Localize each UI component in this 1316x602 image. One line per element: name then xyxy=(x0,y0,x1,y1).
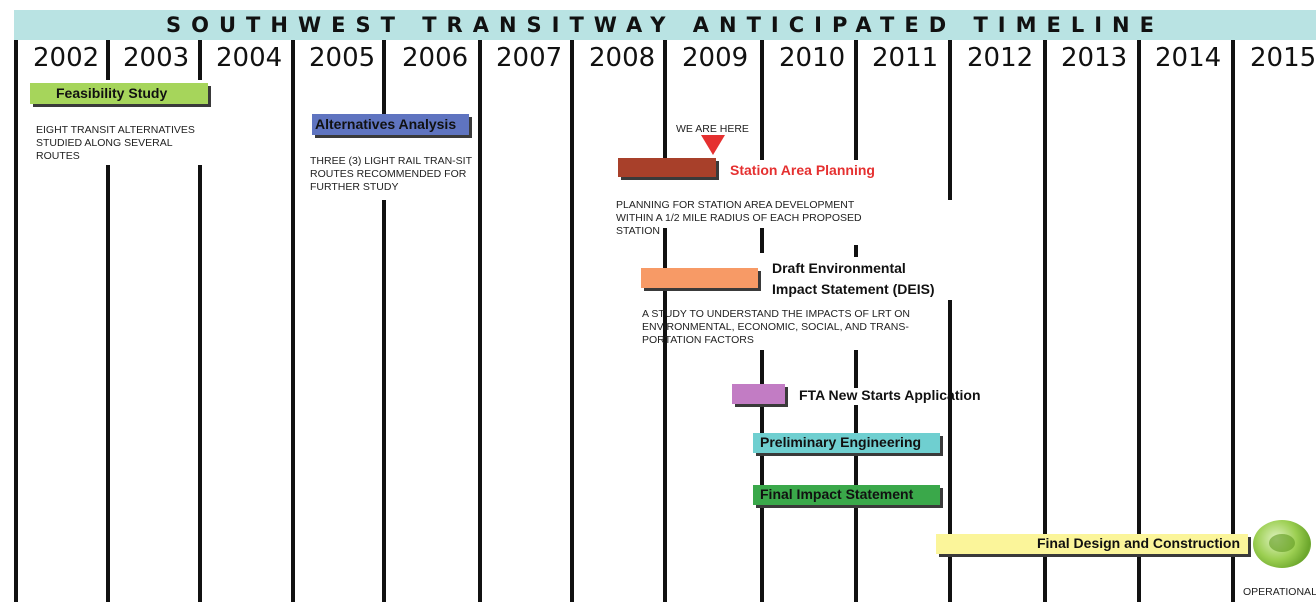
year-label: 2015 xyxy=(1250,43,1316,73)
alternatives-analysis-description: THREE (3) LIGHT RAIL TRAN-SIT ROUTES REC… xyxy=(310,155,472,193)
year-label: 2003 xyxy=(123,43,190,73)
year-label: 2002 xyxy=(33,43,100,73)
station-area-planning-bar xyxy=(618,158,716,177)
year-divider xyxy=(760,350,764,602)
alternatives-analysis-label: Alternatives Analysis xyxy=(315,116,457,132)
year-divider xyxy=(1137,40,1141,602)
year-divider xyxy=(1043,40,1047,602)
year-label: 2009 xyxy=(682,43,749,73)
final-impact-statement-label: Final Impact Statement xyxy=(760,486,914,502)
feasibility-study-bar: Feasibility Study xyxy=(30,83,208,104)
feasibility-study-description: EIGHT TRANSIT ALTERNATIVES STUDIED ALONG… xyxy=(36,124,195,162)
preliminary-engineering-bar: Preliminary Engineering xyxy=(753,433,940,453)
year-divider xyxy=(570,40,574,602)
year-label: 2004 xyxy=(216,43,283,73)
feasibility-study-label: Feasibility Study xyxy=(56,85,168,101)
year-divider xyxy=(198,165,202,602)
alternatives-analysis-bar: Alternatives Analysis xyxy=(312,114,469,135)
we-are-here-label: WE ARE HERE xyxy=(676,123,749,135)
year-header-row: 2002 2003 2004 2005 2006 2007 2008 2009 … xyxy=(0,40,1316,76)
operational-badge-icon xyxy=(1253,520,1311,568)
deis-description: A STUDY TO UNDERSTAND THE IMPACTS OF LRT… xyxy=(642,308,910,346)
station-area-planning-description: PLANNING FOR STATION AREA DEVELOPMENT WI… xyxy=(616,199,862,237)
title-banner: SOUTHWEST TRANSITWAY ANTICIPATED TIMELIN… xyxy=(14,10,1316,40)
page-title: SOUTHWEST TRANSITWAY ANTICIPATED TIMELIN… xyxy=(166,13,1164,37)
year-divider xyxy=(478,40,482,602)
operational-label: OPERATIONAL xyxy=(1243,586,1316,598)
deis-label-line2: Impact Statement (DEIS) xyxy=(772,281,935,297)
year-divider xyxy=(760,40,764,160)
year-divider xyxy=(382,40,386,115)
year-label: 2012 xyxy=(967,43,1034,73)
year-label: 2008 xyxy=(589,43,656,73)
year-divider xyxy=(854,245,858,257)
station-area-planning-label: Station Area Planning xyxy=(730,162,875,178)
final-design-construction-label: Final Design and Construction xyxy=(1036,535,1240,551)
deis-bar xyxy=(641,268,758,288)
year-divider xyxy=(291,40,295,602)
year-divider xyxy=(663,228,667,602)
year-label: 2014 xyxy=(1155,43,1222,73)
year-divider xyxy=(854,40,858,160)
year-divider xyxy=(948,40,952,200)
final-impact-statement-bar: Final Impact Statement xyxy=(753,485,940,505)
year-label: 2007 xyxy=(496,43,563,73)
fta-new-starts-label: FTA New Starts Application xyxy=(799,387,981,403)
year-label: 2010 xyxy=(779,43,846,73)
year-label: 2005 xyxy=(309,43,376,73)
current-position-marker-icon xyxy=(701,135,725,155)
fta-new-starts-bar xyxy=(732,384,785,404)
year-label: 2011 xyxy=(872,43,939,73)
year-divider xyxy=(106,40,110,80)
preliminary-engineering-label: Preliminary Engineering xyxy=(760,434,922,450)
year-divider xyxy=(14,40,18,602)
year-divider xyxy=(948,300,952,602)
year-label: 2006 xyxy=(402,43,469,73)
year-divider xyxy=(106,165,110,602)
year-divider xyxy=(760,228,764,253)
year-divider xyxy=(382,200,386,602)
year-divider xyxy=(1231,40,1235,602)
deis-label-line1: Draft Environmental xyxy=(772,260,906,276)
year-divider xyxy=(854,350,858,388)
year-divider xyxy=(198,40,202,80)
year-divider xyxy=(663,40,667,160)
year-label: 2013 xyxy=(1061,43,1128,73)
final-design-construction-bar: Final Design and Construction xyxy=(936,534,1248,554)
